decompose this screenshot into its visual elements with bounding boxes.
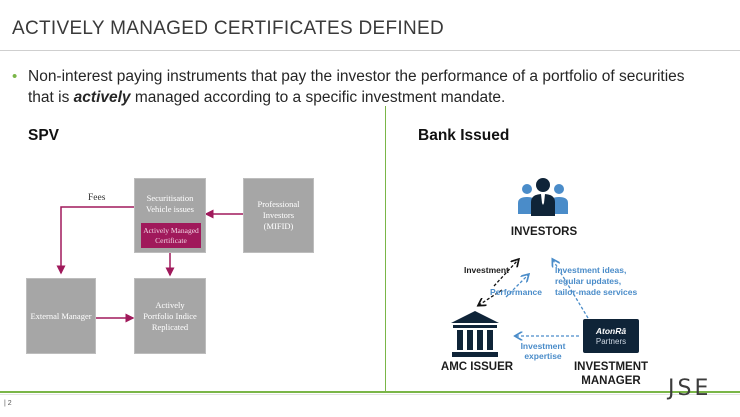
atonra-logo-text1: AtonRâ bbox=[595, 326, 627, 336]
bullet-text-part2: managed according to a specific investme… bbox=[130, 89, 506, 106]
footer-rule bbox=[0, 394, 740, 395]
bank-building-icon bbox=[451, 311, 499, 357]
investors-label: INVESTORS bbox=[510, 226, 578, 238]
title-divider bbox=[0, 50, 740, 51]
professional-investors-box: Professional Investors (MIFID) bbox=[243, 178, 314, 253]
bullet-dot-icon: • bbox=[12, 68, 18, 85]
atonra-logo-icon: AtonRâ Partners bbox=[583, 319, 639, 353]
external-manager-box: External Manager bbox=[26, 278, 96, 354]
bank-issued-heading: Bank Issued bbox=[418, 127, 510, 144]
atonra-logo-text2: Partners bbox=[595, 337, 627, 346]
performance-label: Performance bbox=[490, 287, 542, 297]
bullet-text: Non-interest paying instruments that pay… bbox=[28, 66, 708, 108]
securitisation-vehicle-label: Securitisation Vehicle issues bbox=[146, 193, 194, 214]
bank-arrows bbox=[386, 240, 589, 390]
amc-issuer-label: AMC ISSUER bbox=[440, 361, 514, 373]
ideas-line1: Investment ideas, bbox=[555, 265, 627, 275]
investment-manager-line1: INVESTMENT bbox=[573, 361, 649, 373]
page-number: | 2 bbox=[4, 400, 12, 407]
ideas-line2: regular updates, bbox=[555, 276, 622, 286]
investment-manager-line2: MANAGER bbox=[581, 375, 641, 387]
expertise-line2: expertise bbox=[524, 351, 562, 361]
bullet-text-part1: Non-interest paying instruments that pay… bbox=[28, 68, 685, 106]
jse-logo: JSE bbox=[668, 376, 712, 401]
fees-arrow bbox=[56, 206, 135, 275]
actively-portfolio-box: Actively Portfolio Indice Replicated bbox=[134, 278, 206, 354]
section-divider bbox=[385, 106, 386, 392]
investment-label: Investment bbox=[464, 265, 509, 275]
page-title: ACTIVELY MANAGED CERTIFICATES DEFINED bbox=[12, 18, 444, 39]
investors-group-icon bbox=[518, 178, 568, 216]
performance-blue-arrow bbox=[505, 275, 528, 298]
spv-connectors bbox=[56, 206, 243, 323]
expertise-line1: Investment bbox=[520, 341, 566, 351]
fees-label: Fees bbox=[88, 193, 106, 203]
performance-arrow bbox=[479, 289, 503, 305]
bullet-text-emphasis: actively bbox=[73, 89, 131, 106]
footer-accent-bar bbox=[0, 391, 740, 393]
investment-arrow bbox=[493, 260, 518, 287]
spv-heading: SPV bbox=[28, 127, 60, 144]
ideas-line3: tailor-made services bbox=[555, 287, 638, 297]
ideas-arrow bbox=[553, 260, 589, 319]
actively-managed-certificate-box: Actively Managed Certificate bbox=[141, 223, 201, 248]
